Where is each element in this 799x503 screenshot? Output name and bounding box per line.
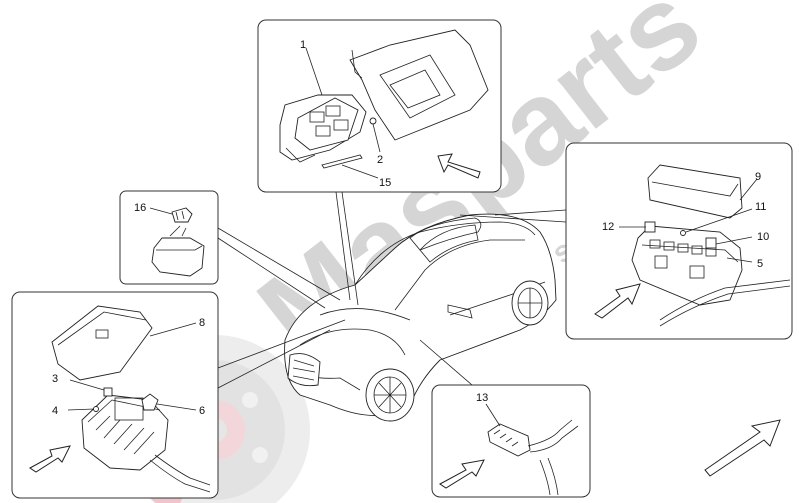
fuse-11 <box>680 230 686 236</box>
callout-15: 15 <box>379 177 391 189</box>
rear-fuse-box-cover <box>647 164 743 219</box>
callout-16: 16 <box>134 202 146 214</box>
callout-3: 3 <box>52 373 58 385</box>
ecu-cover <box>349 29 489 141</box>
callout-5: 5 <box>757 258 763 270</box>
callout-8: 8 <box>199 317 205 329</box>
front-fuse-box-cover <box>51 305 153 381</box>
front-fuse-direction-arrow <box>29 445 71 473</box>
callout-12: 12 <box>602 221 614 233</box>
relay-3 <box>103 387 113 397</box>
callout-4: 4 <box>52 405 58 417</box>
relay-16 <box>151 207 205 277</box>
callout-6: 6 <box>199 405 205 417</box>
callout-11: 11 <box>755 201 766 213</box>
callout-2: 2 <box>377 154 383 166</box>
panel-leader-lines <box>217 191 567 389</box>
relay-10 <box>705 237 717 249</box>
ecu-screw <box>369 117 377 125</box>
ecu-direction-arrow <box>437 153 481 179</box>
callout-1: 1 <box>300 39 306 51</box>
ecu-strip <box>321 154 363 169</box>
front-fuse-box <box>81 394 211 493</box>
relay-12 <box>644 221 656 233</box>
relay-6 <box>141 393 159 411</box>
callout-9: 9 <box>755 171 761 183</box>
vehicle-front-direction-arrow <box>704 419 781 477</box>
connector-13 <box>487 419 579 496</box>
callout-10: 10 <box>757 231 769 243</box>
ecu-bracket-assembly <box>279 94 367 163</box>
car-body <box>284 213 557 422</box>
connector-direction-arrow <box>439 459 485 489</box>
rear-fuse-direction-arrow <box>594 283 641 319</box>
fuse-4 <box>93 406 99 412</box>
callout-13: 13 <box>476 392 488 404</box>
